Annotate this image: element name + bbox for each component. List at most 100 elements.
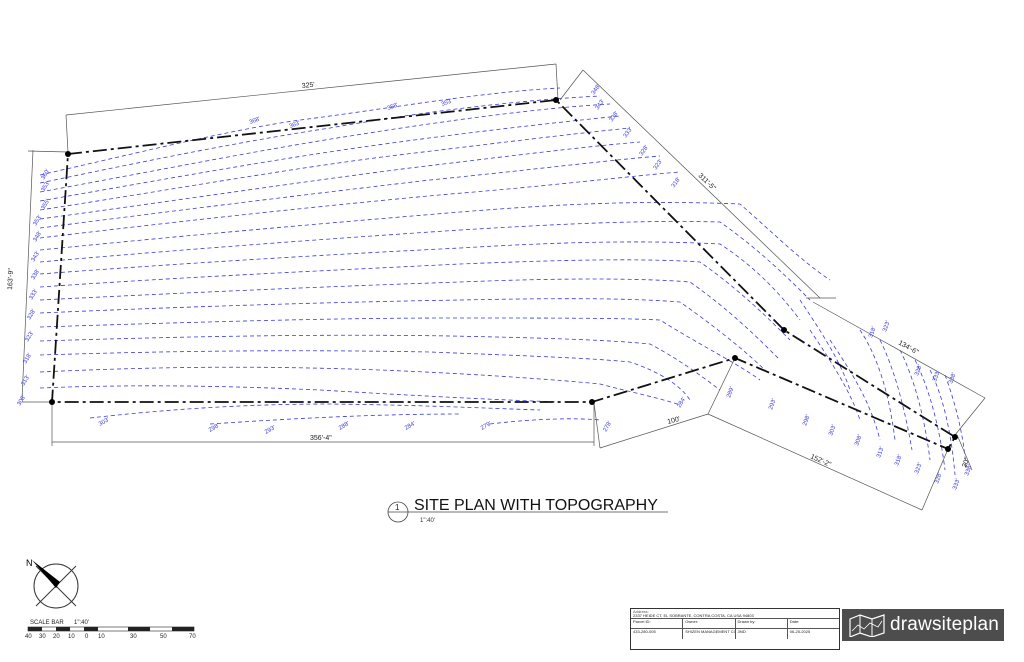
drawing-title: 1 SITE PLAN WITH TOPOGRAPHY 1":40' — [387, 497, 668, 524]
scale-bar-scale: 1":40' — [74, 620, 89, 626]
elevation-label: 284' — [404, 421, 417, 432]
elevations-right-upper: 348' 343' 338' 333' 328' 323' 318' — [591, 84, 682, 190]
scale-tick: 10 — [98, 634, 105, 640]
elevation-label: 318' — [671, 177, 682, 190]
title-block-address-row: Address: 2337 HEIDE CT, EL SOBRANTE, CON… — [631, 609, 839, 619]
elevation-label: 355' — [41, 198, 52, 211]
scale-tick: 50 — [160, 634, 167, 640]
elevation-label: 343' — [31, 250, 42, 263]
elevation-label: 353' — [33, 214, 44, 227]
drawn-caption: Drawn by: — [736, 619, 788, 628]
elevation-label: 328' — [27, 308, 38, 321]
elevation-label: 293' — [768, 398, 777, 411]
scale-tick: 30 — [130, 634, 137, 640]
brand-logo: drawsiteplan — [842, 609, 1004, 641]
elevation-label: 338' — [31, 268, 42, 281]
title-block: Address: 2337 HEIDE CT, EL SOBRANTE, CON… — [630, 608, 840, 650]
dimension-jog: 100' — [667, 416, 681, 426]
elevation-label: 333' — [29, 288, 40, 301]
elevation-label: 333' — [932, 370, 941, 383]
dimension-lines — [21, 63, 986, 511]
elevation-label: 288' — [338, 421, 351, 432]
elevation-label: 279' — [480, 421, 493, 432]
scale-tick: 70 — [189, 634, 196, 640]
elevation-label: 323' — [25, 330, 36, 343]
elevation-label: 338' — [964, 464, 973, 477]
elevation-label: 318' — [894, 454, 903, 467]
elevation-label: 303' — [828, 424, 837, 437]
elevation-label: 313' — [876, 446, 885, 459]
parcel-value: 433-280-005 — [631, 629, 684, 639]
elevation-label: 348' — [591, 84, 602, 97]
logo-text: drawsiteplan — [890, 614, 1000, 635]
elevation-label: 328' — [914, 364, 923, 377]
elevation-label: 333' — [952, 478, 961, 491]
boundary-corners — [49, 97, 958, 452]
dimension-left: 163'-9" — [7, 268, 15, 291]
corner-marker — [553, 97, 559, 103]
address-caption: Address: — [633, 609, 649, 614]
date-value: 06-25-2025 — [789, 629, 811, 634]
elevation-label: 318' — [23, 352, 34, 365]
corner-marker — [589, 399, 595, 405]
dimension-tip: 20' — [961, 458, 971, 469]
drawn-value: JMD — [736, 629, 788, 639]
elevation-label: 289' — [726, 386, 735, 399]
elevation-label: 298' — [802, 414, 811, 427]
elevation-label: 303' — [98, 417, 111, 428]
title-number: 1 — [395, 503, 400, 512]
elevation-label: 333' — [623, 127, 634, 140]
corner-marker — [49, 399, 55, 405]
scale-bar: SCALE BAR 1":40' 40 30 20 10 0 10 30 50 … — [25, 620, 196, 640]
elevation-label: 308' — [17, 394, 28, 407]
scale-tick: 0 — [85, 634, 89, 640]
dimension-bottom: 356'-4" — [310, 435, 332, 442]
dimension-top: 325' — [301, 82, 315, 90]
parcel-caption: Parcel ID: — [631, 619, 684, 628]
property-boundary — [51, 99, 957, 451]
elevations-top: 368' 363' 358' 353' — [249, 98, 454, 129]
elevation-label: 328' — [639, 145, 650, 158]
scale-tick: 10 — [68, 634, 75, 640]
elevation-label: 353' — [441, 98, 454, 107]
elevation-label: 338' — [948, 372, 957, 385]
title-block-values-row: 433-280-005 SHIZEN MANAGEMENT COMPANY IN… — [631, 629, 839, 639]
elevation-label: 343' — [595, 99, 606, 112]
elevation-label: 313' — [21, 374, 32, 387]
map-fold-icon — [849, 614, 885, 637]
elevation-label: 293' — [264, 425, 277, 436]
elevations-right-tip: 318' 323' 328' 333' 338' — [868, 320, 957, 385]
scale-tick: 40 — [25, 634, 32, 640]
corner-marker — [781, 327, 787, 333]
elevation-label: 323' — [882, 320, 891, 333]
elevation-label: 353' — [41, 180, 52, 193]
owner-caption: Owner: — [683, 619, 736, 628]
elevation-label: 368' — [249, 116, 262, 125]
north-arrow-icon: N — [26, 558, 79, 609]
elevation-label: 298' — [208, 423, 221, 434]
elevation-label: 358' — [387, 102, 400, 111]
corner-marker — [952, 434, 958, 440]
elevation-label: 348' — [33, 230, 44, 243]
elevation-label: 363' — [289, 120, 302, 129]
corner-marker — [65, 151, 71, 157]
elevation-label: 323' — [653, 159, 664, 172]
date-caption: Date: — [789, 619, 800, 624]
corner-marker — [945, 446, 951, 452]
svg-text:N: N — [26, 558, 33, 568]
elevation-label: 284' — [677, 396, 688, 409]
elevation-label: 323' — [914, 462, 923, 475]
elevations-left: 360' 353' 355' 353' 348' 343' 338' 333' … — [17, 168, 52, 407]
elevation-label: 318' — [868, 326, 877, 339]
elevation-label: 308' — [854, 434, 863, 447]
elevation-label: 360' — [41, 168, 52, 181]
dimension-lower-right: 152'-2" — [809, 453, 832, 468]
title-block-captions-row: Parcel ID: Owner: Drawn by: Date: — [631, 619, 839, 629]
corner-marker — [732, 355, 738, 361]
owner-value: SHIZEN MANAGEMENT COMPANY INC — [683, 629, 736, 639]
elevation-label: 278' — [603, 420, 614, 433]
dimension-right-lower: 134'-6" — [897, 340, 920, 357]
scale-tick: 20 — [53, 634, 60, 640]
title-scale: 1":40' — [420, 518, 435, 524]
